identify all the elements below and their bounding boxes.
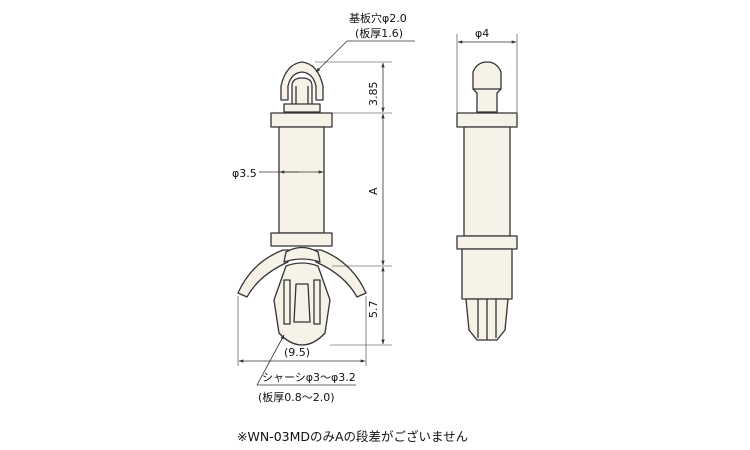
hole-label-line2: (板厚1.6) <box>355 26 403 40</box>
front-snap-arms <box>237 246 367 298</box>
dim-side-dia-label: φ4 <box>475 27 489 40</box>
dim-body-label: φ3.5 <box>232 167 257 180</box>
dim-length-label: A <box>367 187 380 195</box>
chassis-label-line2: (板厚0.8〜2.0) <box>258 390 335 404</box>
front-lower-collar <box>270 232 333 247</box>
hole-label-line1: 基板穴φ2.0 <box>349 11 407 25</box>
dim-side-dia: φ4 <box>456 27 518 112</box>
dim-body-dia: φ3.5 <box>232 167 324 180</box>
front-upper-collar <box>270 112 333 128</box>
dim-vertical: 3.85 A 5.7 <box>315 61 392 346</box>
side-view <box>456 61 518 341</box>
dim-width: (9.5) <box>237 296 367 366</box>
dim-lower-label: 5.7 <box>367 301 380 319</box>
front-view <box>237 61 367 346</box>
front-top-tip <box>280 61 324 113</box>
dim-width-label: (9.5) <box>284 346 310 359</box>
dim-hole: 基板穴φ2.0 (板厚1.6) <box>315 11 415 73</box>
chassis-label-line1: シャーシφ3〜φ3.2 <box>262 371 356 384</box>
front-latch <box>273 262 331 346</box>
front-body <box>278 126 325 234</box>
dim-chassis: シャーシφ3〜φ3.2 (板厚0.8〜2.0) <box>256 334 356 404</box>
dim-tip-label: 3.85 <box>367 82 380 107</box>
footnote: ※WN-03MDのみAの段差がございません <box>237 429 468 444</box>
